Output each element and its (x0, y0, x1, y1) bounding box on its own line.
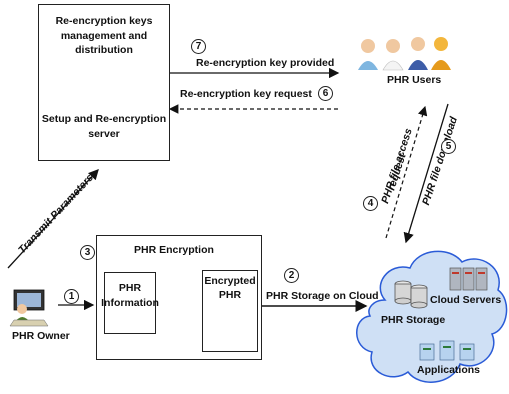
encrypted-phr-line-1: Encrypted (204, 275, 256, 287)
server-title-line-1: Re-encryption keys (55, 15, 153, 27)
phr-users-label: PHR Users (387, 74, 442, 86)
server-title-line-3: distribution (75, 44, 133, 56)
storage-on-cloud-label: PHR Storage on Cloud (266, 290, 379, 302)
owner-icon (9, 289, 49, 327)
re-encryption-server-box (38, 4, 170, 161)
applications-icon (419, 340, 475, 361)
server-subtitle-line-2: server (88, 128, 120, 140)
key-request-label: Re-encryption key request (180, 88, 312, 100)
storage-icon (394, 280, 428, 309)
step-3-badge: 3 (80, 245, 95, 260)
access-request-arrow (385, 105, 428, 239)
step-5-badge: 5 (441, 139, 456, 154)
cloud-servers-icon (449, 267, 488, 291)
phr-encryption-title: PHR Encryption (134, 244, 214, 256)
step-7-badge: 7 (191, 39, 206, 54)
download-arrow (403, 103, 449, 244)
encrypted-phr-box (202, 270, 258, 352)
step-6-badge: 6 (318, 86, 333, 101)
encrypted-phr-line-2: PHR (218, 289, 242, 301)
transmit-parameters-arrow (7, 169, 99, 269)
phr-storage-label: PHR Storage (381, 314, 446, 326)
phr-owner-label: PHR Owner (12, 330, 70, 342)
applications-label: Applications (417, 364, 481, 376)
cloud-servers-label: Cloud Servers (430, 294, 502, 306)
phr-information-line-2: Information (101, 297, 159, 309)
server-title-line-2: management and (60, 30, 148, 42)
step-2-badge: 2 (284, 268, 299, 283)
users-icon (358, 37, 451, 71)
step-1-badge: 1 (64, 289, 79, 304)
phr-information-box (104, 272, 156, 334)
phr-information-line-1: PHR (118, 282, 142, 294)
step-4-badge: 4 (363, 196, 378, 211)
key-provided-label: Re-encryption key provided (196, 57, 335, 69)
server-subtitle-line-1: Setup and Re-encryption (41, 113, 167, 125)
